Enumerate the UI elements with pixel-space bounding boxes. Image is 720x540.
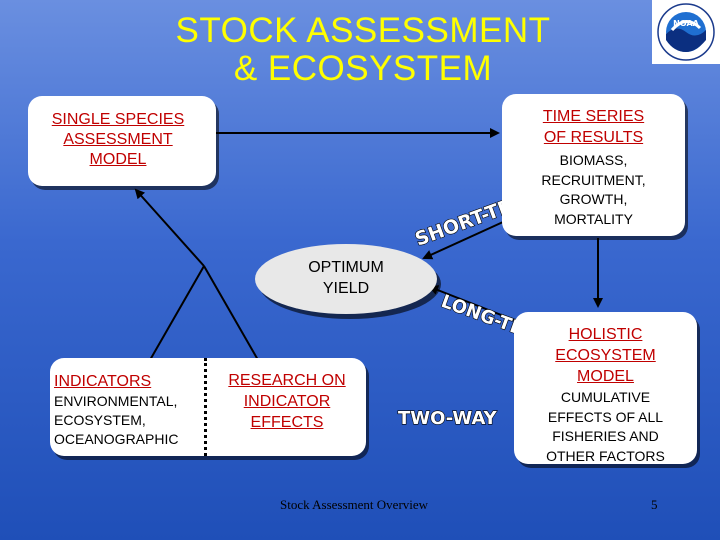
title-line-1: STOCK ASSESSMENT [175,11,551,50]
noaa-logo-text: NOAA [673,19,699,28]
optimum-yield-ellipse: OPTIMUM YIELD [255,244,437,314]
indicators-box: INDICATORS ENVIRONMENTAL, ECOSYSTEM, OCE… [50,358,366,456]
svg-text:TWO-WAY: TWO-WAY [398,408,498,429]
optimum-yield-label: OPTIMUM YIELD [308,259,384,297]
time-series-details: BIOMASS, RECRUITMENT, GROWTH, MORTALITY [541,152,646,227]
two-way-label: TWO-WAY [397,407,498,429]
noaa-logo: NOAA [652,0,720,64]
holistic-label: HOLISTIC ECOSYSTEM MODEL [555,326,656,385]
holistic-details: CUMULATIVE EFFECTS OF ALL FISHERIES AND … [546,389,665,464]
research-label: RESEARCH ON INDICATOR EFFECTS [228,372,346,431]
noaa-logo-icon: NOAA [657,3,715,61]
single-species-box: SINGLE SPECIES ASSESSMENT MODEL [28,96,216,186]
indicators-label: INDICATORS [54,373,152,390]
indicators-divider [204,358,207,456]
page-number: 5 [651,497,658,512]
line-indicators-left [149,265,205,361]
footer-text: Stock Assessment Overview [280,497,429,512]
title-line-2: & ECOSYSTEM [233,49,493,88]
time-series-label: TIME SERIES OF RESULTS [542,108,645,146]
page-title: STOCK ASSESSMENT & ECOSYSTEM [0,12,720,88]
arrow-holistic-to-optimum [428,285,515,321]
arrow-v-to-single [134,188,205,267]
single-species-label: SINGLE SPECIES ASSESSMENT MODEL [51,111,185,168]
arrow-timeseries-to-optimum [422,221,504,260]
time-series-box: TIME SERIES OF RESULTS BIOMASS, RECRUITM… [502,94,685,236]
indicators-details: ENVIRONMENTAL, ECOSYSTEM, OCEANOGRAPHIC [54,393,179,447]
line-indicators-right [203,265,259,361]
holistic-box: HOLISTIC ECOSYSTEM MODEL CUMULATIVE EFFE… [514,312,697,464]
